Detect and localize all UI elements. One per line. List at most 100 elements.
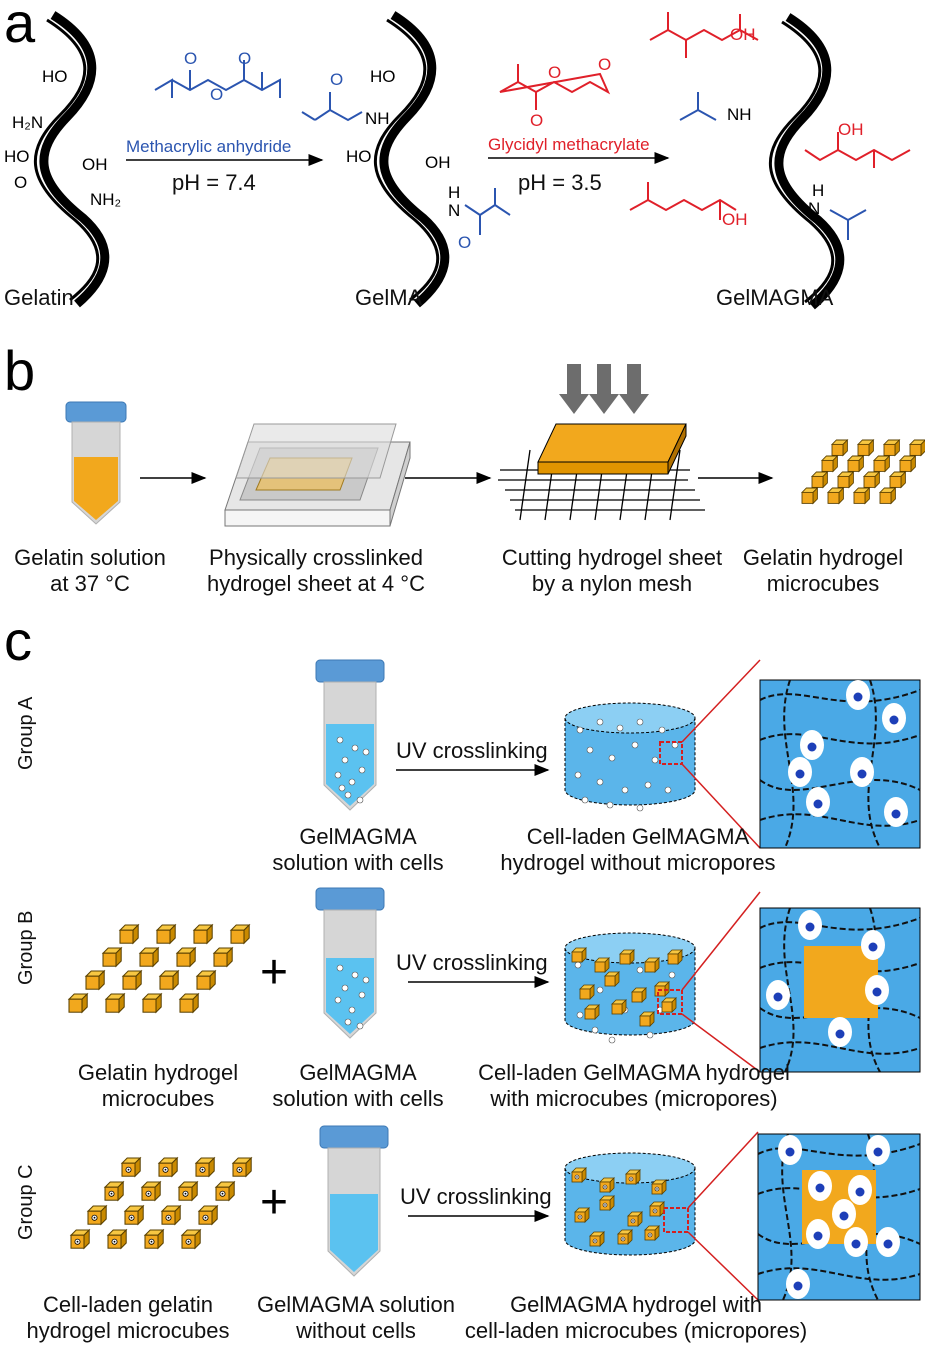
cell-dot [574,961,582,969]
group-c-gel-line2: cell-laden microcubes (micropores) [465,1318,807,1343]
group-b-zoom-box [657,989,683,1015]
gelmagma-atom-nh: NH [727,105,752,124]
group-b-tube-line1: GelMAGMA [299,1060,417,1085]
microcube [873,455,890,472]
b-step2-line2: hydrogel sheet at 4 °C [207,571,425,596]
cell-dot [351,971,359,979]
group-a-gel-cells [574,718,679,812]
group-c-cubes-line2: hydrogel microcubes [27,1318,230,1343]
group-a-label: Group A [15,696,37,770]
microcube [811,471,828,488]
group-b-gel-line2: with microcubes (micropores) [489,1086,777,1111]
group-b-gel-line1: Cell-laden GelMAGMA hydrogel [478,1060,790,1085]
group-c-label: Group C [15,1164,37,1240]
microcube [139,947,159,967]
microcube [122,970,142,990]
reagent1-oxygen-3: O [238,49,251,68]
cell-nucleus [853,692,863,702]
cell-laden-microcube [652,1180,666,1194]
gelmagma-atom-oh-2: OH [838,120,864,139]
cell-dot [631,741,639,749]
label-gelmagma: GelMAGMA [716,285,834,310]
label-gelma: GelMA [355,285,423,310]
microcube [909,439,925,456]
microcube [584,1004,600,1020]
gelmagma-atom-oh-1: OH [730,25,756,44]
microcube [619,949,635,965]
microcube [213,947,233,967]
cell-laden-microcube [159,1158,177,1176]
cell-nucleus [805,922,815,932]
reagent1-label: Methacrylic anhydride [126,137,291,156]
ph1-label: pH = 7.4 [172,170,256,195]
gelma-atom-ho: HO [370,67,396,86]
cell-dot [616,724,624,732]
b-step1-line1: Gelatin solution [14,545,166,570]
b-step3-line2: by a nylon mesh [532,571,692,596]
cell-laden-microcube [650,1202,664,1216]
cell-nucleus [868,942,878,952]
microcube [899,455,916,472]
atom-ho-acid: HO [4,147,30,166]
group-c-tube-line1: GelMAGMA solution [257,1292,455,1317]
cell-dot [591,1026,599,1034]
microcubes-b [801,439,925,504]
cell-nucleus [857,769,867,779]
microcube [857,439,874,456]
cell-dot [344,791,352,799]
microcube [159,970,179,990]
cell-nucleus [807,742,817,752]
polymer-chain [759,779,921,791]
group-c-zoom-box [663,1207,689,1233]
group-a-zoom-line-2 [681,763,761,849]
atom-ho: HO [42,67,68,86]
group-c-microcubes [71,1158,251,1248]
cell-nucleus [851,1239,861,1249]
ph2-label: pH = 3.5 [518,170,602,195]
group-c-zoom-line-2 [687,1231,759,1301]
cell-nucleus [835,1029,845,1039]
microcube [639,1011,655,1027]
polymer-chain [757,1267,921,1281]
cell-laden-microcube [216,1182,234,1200]
polymer-chain [759,689,921,703]
cell-nucleus [813,799,823,809]
cell-dot [348,778,356,786]
group-b-tube [315,887,385,1039]
cell-laden-microcube [600,1178,614,1192]
microcube [230,924,250,944]
gelmagma-ma-groups [679,92,867,240]
cell-dot [606,801,614,809]
b-step2-line1: Physically crosslinked [209,545,423,570]
cell-dot [356,1022,364,1030]
gelatin-tube [65,401,127,525]
cell-dot [664,786,672,794]
panel-c-letter: c [4,609,32,672]
reagent2-label: Glycidyl methacrylate [488,135,650,154]
cell-nucleus [883,1239,893,1249]
gelma-atom-o-blue-2: O [458,233,471,252]
group-b-zoom-line-1 [681,891,761,991]
cell-laden-microcube [105,1182,123,1200]
gelmagma-atom-h: H [812,181,824,200]
cell-laden-microcube [142,1182,160,1200]
gelma-atom-oh: OH [425,153,451,172]
cell-dot [344,1018,352,1026]
cell-dot [596,778,604,786]
group-a-zoom-line-1 [681,659,761,743]
cell-laden-microcube [626,1170,640,1184]
cell-nucleus [793,1281,803,1291]
group-a-hydrogel [564,702,696,806]
cell-laden-microcube [628,1212,642,1226]
cell-dot [362,976,370,984]
group-a-zoom-box [659,741,683,765]
group-b-label: Group B [15,911,37,985]
cell-laden-microcube [233,1158,251,1176]
cell-nucleus [795,769,805,779]
group-c-cubes-line1: Cell-laden gelatin [43,1292,213,1317]
microcube [193,924,213,944]
cell-laden-microcube [125,1206,143,1224]
cell-dot [636,966,644,974]
cell-dot [636,718,644,726]
